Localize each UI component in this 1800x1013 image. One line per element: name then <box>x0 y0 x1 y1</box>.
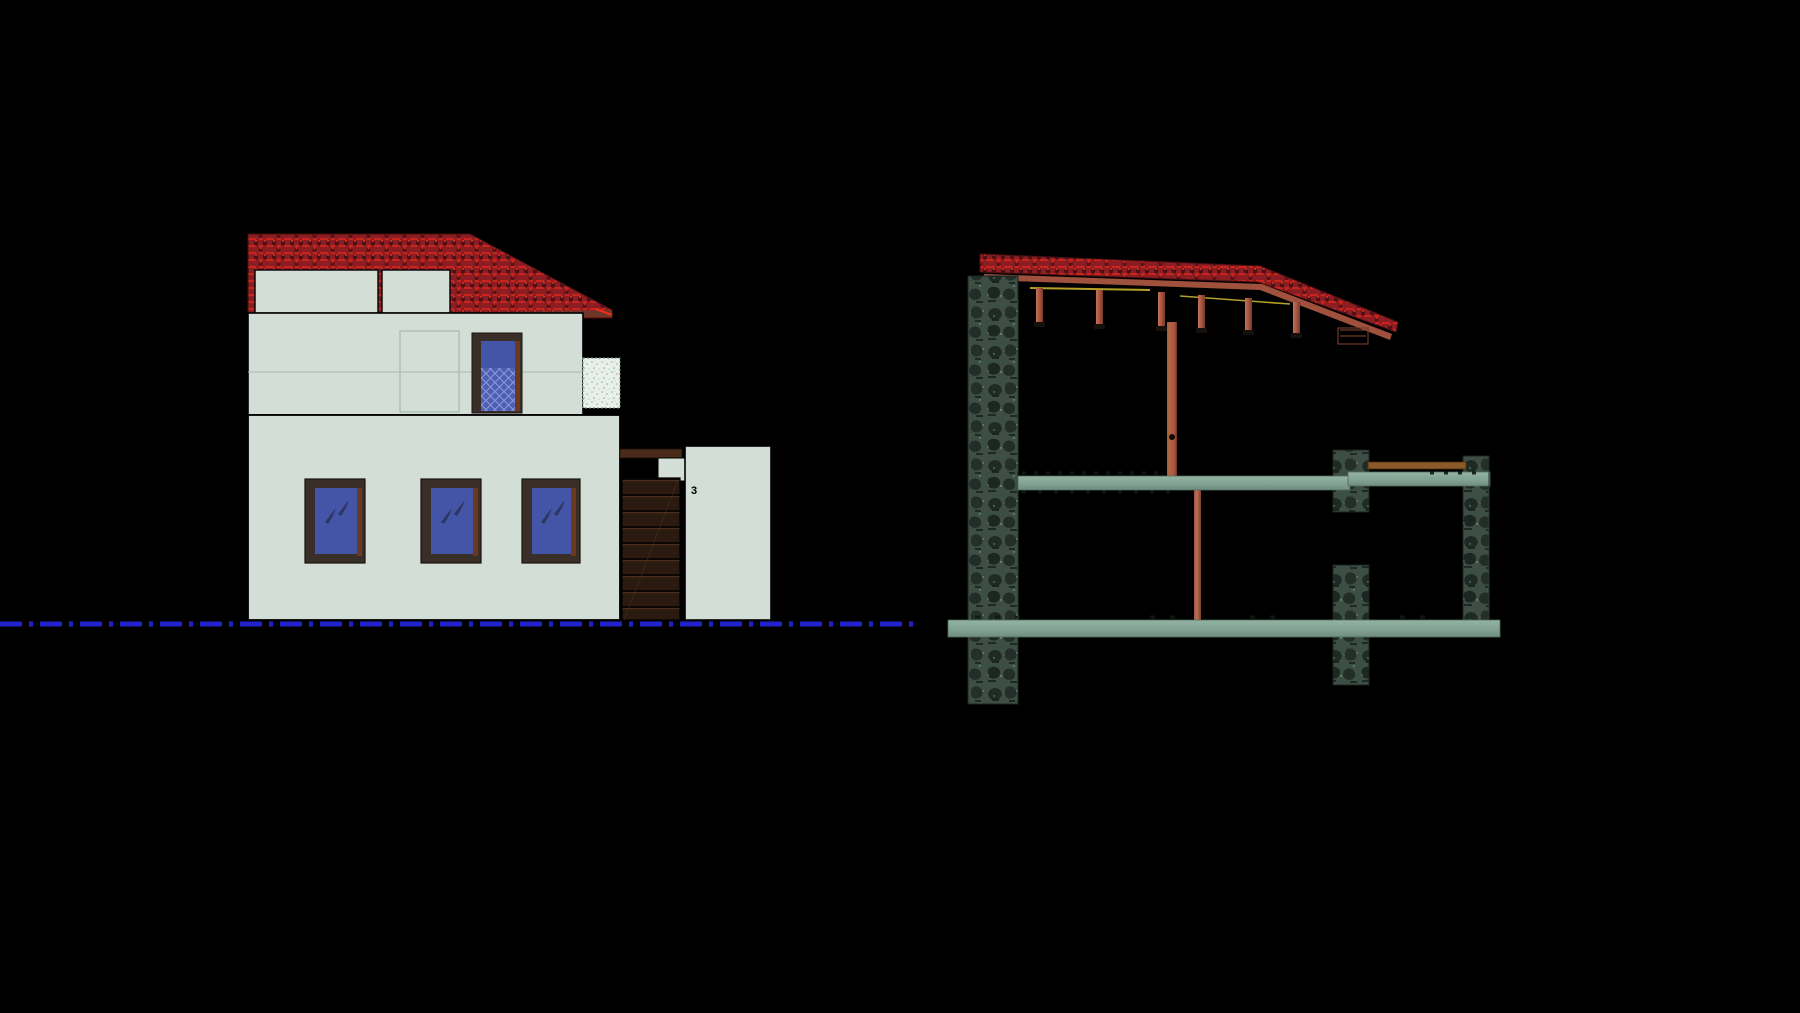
window-3-reflection-a <box>541 508 552 524</box>
upper-door-jamb-right <box>515 341 520 411</box>
rafter-base-5 <box>1243 330 1254 335</box>
wooden-slat-gate[interactable] <box>621 477 681 621</box>
window-1-glass <box>315 488 357 554</box>
section-slab-reinforcement <box>975 471 1476 619</box>
window-1-jamb <box>357 488 362 556</box>
window-3-jamb <box>571 488 576 556</box>
room-number-label: 3 <box>691 485 697 497</box>
gate-side-wall <box>684 445 772 621</box>
floor-slab-ground <box>947 619 1501 638</box>
elevation-windows <box>304 478 581 564</box>
window-3-glass <box>532 488 572 554</box>
window-2-jamb <box>473 488 478 556</box>
elevation-gate-assembly <box>619 445 772 621</box>
window-2-reflection-b <box>454 500 465 516</box>
section-roof-trim-line <box>1029 287 1151 291</box>
upper-door-glass-top <box>481 341 515 368</box>
upper-wall-panel-outline <box>399 330 460 413</box>
rafter-base-1 <box>1034 322 1045 327</box>
window-1-reflection-b <box>338 500 349 516</box>
floor-slab-right <box>1347 471 1491 487</box>
section-roof-tile <box>979 253 1399 333</box>
parapet-panels <box>254 269 451 314</box>
section-columns <box>1167 322 1201 622</box>
column-upper-node <box>1169 434 1175 440</box>
section-roof-rafter-board <box>984 274 1392 340</box>
rafter-post-6 <box>1293 302 1300 335</box>
upper-door-glass-mesh <box>481 368 515 411</box>
stone-wall-left <box>967 275 1019 705</box>
rafter-post-5 <box>1245 298 1252 332</box>
window-3-reflection-b <box>554 500 565 516</box>
window-2-glass <box>431 488 473 554</box>
lintel-beam-right <box>1367 461 1467 470</box>
section-roof-eave-detail <box>1337 327 1369 345</box>
parapet-panel-left <box>254 269 379 314</box>
window-2[interactable] <box>420 478 482 564</box>
section-foundation-details <box>1017 300 1490 620</box>
section-roof-eave-hatch <box>1340 329 1366 337</box>
section-view <box>947 253 1501 705</box>
column-lower-center <box>1194 490 1201 622</box>
section-rafter-posts <box>1034 288 1302 338</box>
floor-slab-first <box>1017 475 1351 491</box>
rafter-post-1 <box>1036 288 1043 324</box>
section-roof <box>979 253 1399 345</box>
rafter-base-4 <box>1196 328 1207 333</box>
rafter-post-2 <box>1096 290 1103 326</box>
window-1[interactable] <box>304 478 366 564</box>
roof-edge-highlight <box>595 308 613 316</box>
rafter-post-3 <box>1158 292 1165 328</box>
section-floor-slabs <box>947 471 1501 638</box>
window-1-reflection-a <box>325 508 336 524</box>
elevation-upper-wall <box>247 312 584 416</box>
upper-glazed-door[interactable] <box>471 332 523 414</box>
window-2-reflection-a <box>441 508 452 524</box>
gate-swing-indicator <box>623 479 679 621</box>
elevation-view: 3 <box>0 233 920 627</box>
column-upper-center <box>1167 322 1177 480</box>
rafter-base-6 <box>1291 333 1302 338</box>
window-3[interactable] <box>521 478 581 564</box>
upper-wall-face <box>247 312 584 416</box>
rafter-base-3 <box>1156 326 1167 331</box>
stipple-texture-patch <box>582 357 621 409</box>
rafter-base-2 <box>1094 324 1105 329</box>
parapet-panel-right <box>381 269 451 314</box>
gate-header-beam <box>619 448 683 459</box>
rafter-post-4 <box>1198 295 1205 330</box>
